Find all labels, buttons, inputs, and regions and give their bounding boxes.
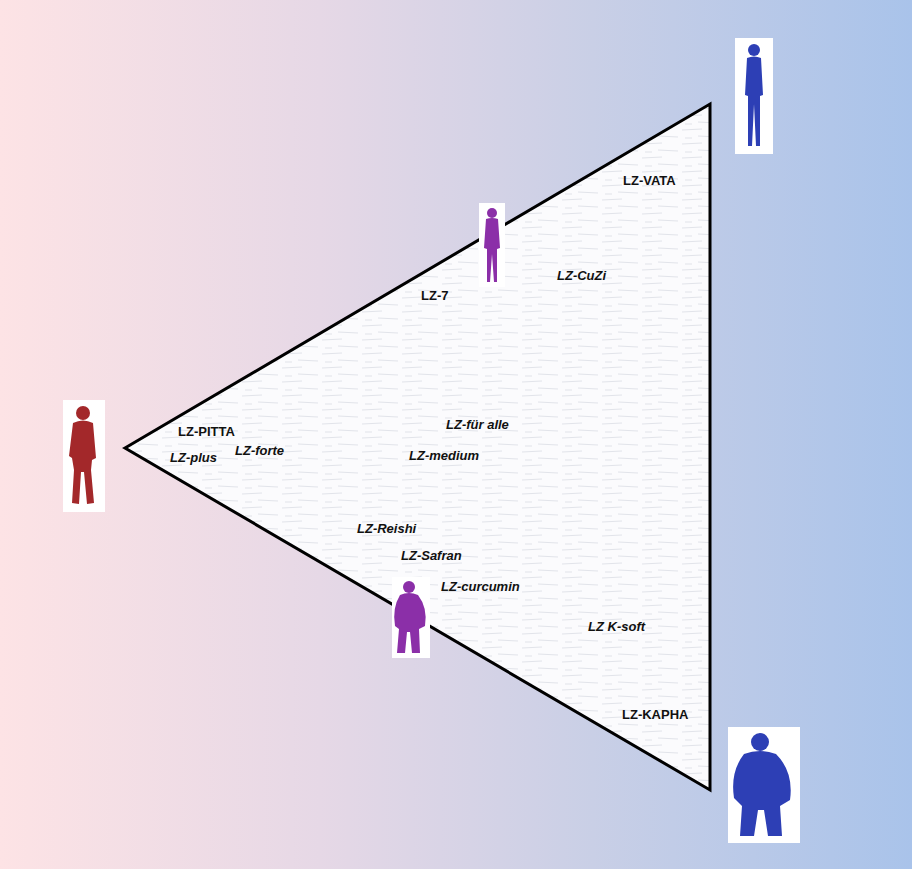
product-label: LZ-forte — [235, 443, 284, 459]
kapha-figure — [728, 727, 800, 843]
vata-pitta-figure — [479, 203, 505, 287]
product-label: LZ-Safran — [401, 548, 462, 564]
product-label: LZ-plus — [170, 450, 217, 466]
product-label: LZ-CuZi — [557, 268, 606, 284]
product-label: LZ-curcumin — [441, 579, 520, 595]
pitta-kapha-figure — [392, 577, 430, 658]
product-label: LZ K-soft — [588, 619, 645, 635]
product-label: LZ-7 — [421, 288, 448, 304]
product-label: LZ-KAPHA — [622, 707, 688, 723]
product-label: LZ-Reishi — [357, 521, 416, 537]
product-label: LZ-für alle — [446, 417, 509, 433]
pitta-figure — [63, 400, 105, 512]
product-label: LZ-VATA — [623, 173, 676, 189]
vata-figure — [735, 38, 773, 154]
product-label: LZ-PITTA — [178, 424, 235, 440]
dosha-triangle — [125, 104, 710, 790]
product-label: LZ-medium — [409, 448, 479, 464]
